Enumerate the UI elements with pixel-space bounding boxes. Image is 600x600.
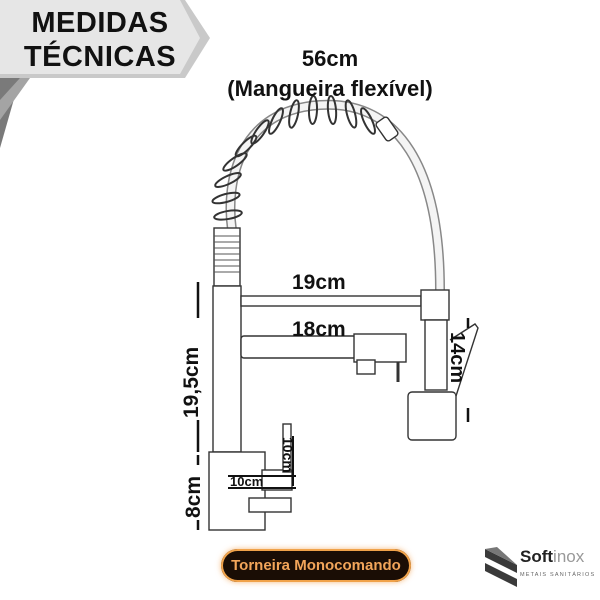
base-side-spout (248, 497, 292, 513)
banner-line-2: TÉCNICAS (23, 41, 177, 73)
hose-type-label: (Mangueira flexível) (227, 76, 433, 101)
brand-logo-mark (485, 547, 517, 587)
upper-arm (240, 295, 422, 307)
lower-spout-head (353, 333, 407, 363)
title-banner: MEDIDAS TÉCNICAS (0, 0, 215, 150)
hose-dimension: 56cm (Mangueira flexível) (150, 44, 510, 104)
body-height-dimension: 19,5cm (180, 346, 203, 418)
brand-name-suffix: inox (553, 547, 585, 566)
brand-name-main: Soft (520, 547, 554, 566)
banner-title: MEDIDAS TÉCNICAS (10, 6, 190, 74)
lever-length-dimension: 10cm (230, 474, 264, 489)
banner-shape (0, 0, 210, 148)
dimension-lines (196, 282, 470, 530)
brand-tagline: METAIS SANITÁRIOS (520, 572, 596, 578)
spray-body (424, 319, 448, 391)
spring-coils (211, 95, 376, 221)
spring-collar (213, 227, 241, 287)
hose-clip (375, 116, 399, 142)
spray-head (407, 391, 457, 441)
spray-holder (420, 289, 450, 321)
lower-spout-nozzle (356, 359, 376, 375)
product-label: Torneira Monocomando (231, 557, 401, 574)
hose-outer (225, 99, 445, 291)
product-label-pill: Torneira Monocomando (221, 549, 411, 582)
spray-height-dimension: 14cm (446, 332, 468, 384)
upper-arm-dimension: 19cm (292, 271, 346, 294)
banner-line-1: MEDIDAS (31, 7, 169, 39)
lever-height-dimension: 10cm (280, 437, 296, 473)
body-column (212, 285, 242, 453)
base-body (208, 451, 266, 531)
brand-name: Softinox (520, 547, 584, 567)
lower-arm-dimension: 18cm (292, 318, 346, 341)
base-height-dimension: 8cm (182, 475, 205, 518)
spray-lever (449, 323, 479, 397)
hose-length-label: 56cm (301, 46, 359, 71)
hose-inner (226, 101, 444, 291)
lever-handle (282, 423, 292, 473)
